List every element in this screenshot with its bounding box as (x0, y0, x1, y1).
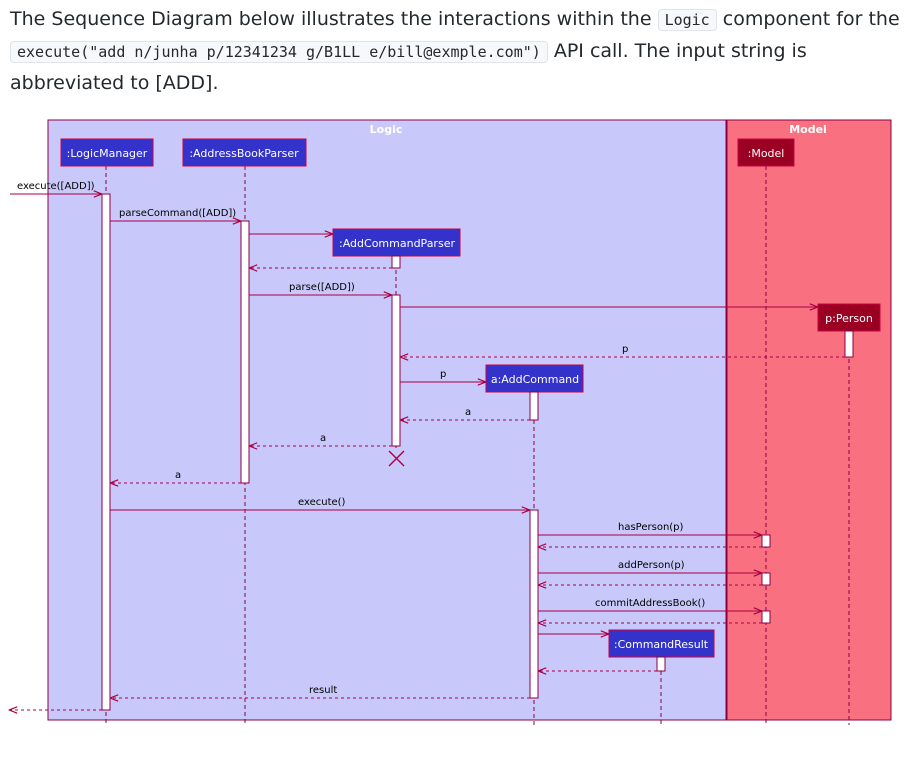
intro-text-2: component for the (722, 8, 900, 30)
code-logic: Logic (657, 9, 717, 31)
activation-add-command-parser-1 (391, 255, 401, 269)
participant-command-result: :CommandResult (614, 638, 709, 651)
logic-boundary (47, 119, 727, 721)
activation-model-2 (761, 572, 771, 586)
participant-address-book-parser-box (182, 138, 307, 167)
code-execute: execute("add n/junha p/12341234 g/B1LL e… (10, 41, 548, 63)
label-parse-command: parseCommand([ADD]) (119, 208, 236, 219)
activation-model-1 (761, 534, 771, 548)
participant-add-command-parser-box (332, 228, 461, 257)
destroy-mark-add-command-parser (388, 450, 405, 467)
activation-model-3 (761, 610, 771, 624)
participant-person-box (817, 303, 881, 332)
label-return-a-1: a (465, 407, 471, 418)
label-return-a-3: a (175, 470, 181, 481)
label-result: result (309, 685, 337, 696)
intro-text: The Sequence Diagram below illustrates t… (10, 4, 900, 99)
activation-add-command-1 (529, 391, 539, 421)
label-commit: commitAddressBook() (595, 598, 705, 609)
activation-logic-manager (101, 193, 111, 711)
label-add-person: addPerson(p) (618, 560, 685, 571)
participant-add-command-parser: :AddCommandParser (339, 237, 455, 250)
intro-text-3: API call. The input string is abbreviate… (10, 40, 807, 94)
activation-person (844, 330, 854, 358)
intro-text-1: The Sequence Diagram below illustrates t… (10, 8, 652, 30)
participant-add-command: a:AddCommand (491, 373, 579, 386)
activation-command-result (656, 656, 666, 672)
participant-logic-manager-box (60, 138, 154, 167)
model-boundary (726, 119, 892, 721)
label-execute: execute() (298, 497, 346, 508)
participant-person: p:Person (825, 312, 873, 325)
participant-command-result-box (608, 629, 715, 658)
model-boundary-label: Model (789, 123, 827, 136)
label-has-person: hasPerson(p) (618, 522, 684, 533)
label-return-a-2: a (320, 433, 326, 444)
label-execute-add: execute([ADD]) (17, 181, 95, 192)
participant-address-book-parser: :AddressBookParser (189, 147, 299, 160)
activation-add-command-2 (529, 509, 539, 699)
label-p-arg: p (440, 369, 446, 380)
label-return-p: p (622, 344, 628, 355)
activation-add-command-parser-2 (391, 294, 401, 447)
label-parse: parse([ADD]) (289, 282, 355, 293)
logic-boundary-label: Logic (370, 123, 403, 136)
participant-model-box (737, 138, 795, 167)
participant-model: :Model (748, 147, 785, 160)
activation-address-book-parser (240, 220, 250, 484)
participant-logic-manager: :LogicManager (67, 147, 148, 160)
